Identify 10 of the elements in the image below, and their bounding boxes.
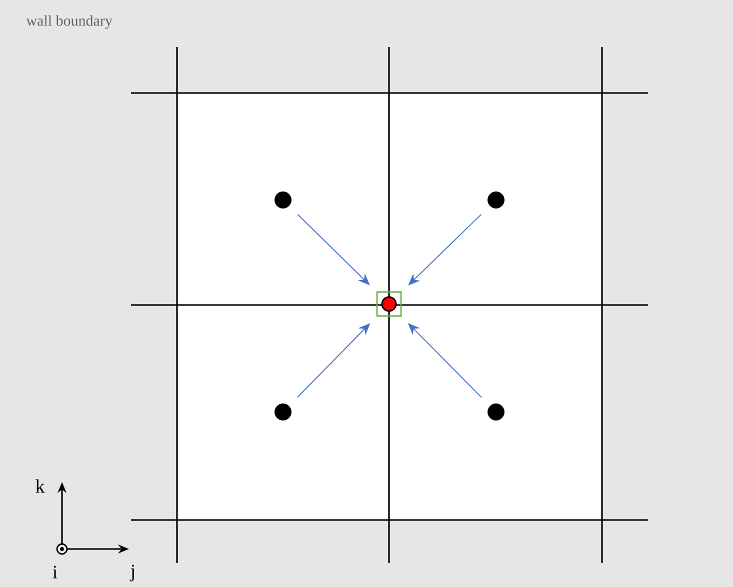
dot [488,192,504,208]
axis-label: j [130,564,134,582]
marker-square [376,291,402,317]
dot [488,404,504,420]
axis-label: k [36,479,45,493]
dot [381,296,397,312]
axis-label: i [52,566,58,578]
dot [274,404,292,420]
label: wall boundary [26,15,112,29]
dot [274,192,292,208]
